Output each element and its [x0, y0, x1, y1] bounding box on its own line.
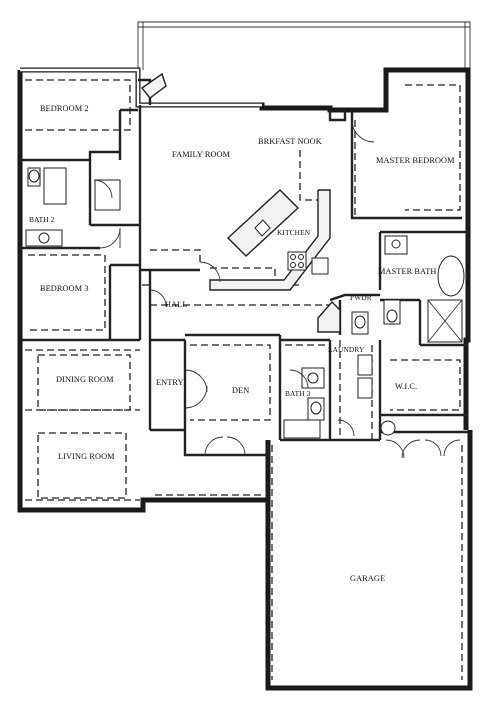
- dining-room-label: DINING ROOM: [56, 375, 114, 384]
- den-label: DEN: [232, 386, 249, 395]
- kitchen-island: [226, 189, 300, 257]
- rugs: [37, 354, 131, 499]
- laundry-label: LAUNDRY: [328, 345, 365, 354]
- entry-label: ENTRY: [156, 378, 184, 387]
- wic-label: W.I.C.: [395, 382, 417, 391]
- brkfast-nook-label: BRKFAST NOOK: [258, 137, 322, 146]
- bedroom3-label: BEDROOM 3: [40, 284, 89, 293]
- laundry-fixtures: [357, 354, 396, 436]
- pwdr-label: PWDR: [350, 293, 372, 302]
- garage-label: GARAGE: [350, 574, 385, 583]
- bath2-label: BATH 2: [29, 215, 55, 224]
- kitchen-label: KITCHEN: [277, 228, 311, 237]
- bath3-label: BATH 3: [285, 389, 311, 398]
- living-room-label: LIVING ROOM: [58, 452, 115, 461]
- hall-label: HALL: [165, 300, 188, 309]
- rear-patio: [137, 21, 471, 80]
- powder-fixtures: [317, 300, 369, 335]
- master-bath-label: MASTER BATH: [378, 267, 437, 276]
- fireplace: [140, 72, 167, 99]
- master-bath-fixtures: [383, 235, 465, 343]
- kitchen-counters: [209, 189, 331, 291]
- door-swings: [93, 119, 461, 459]
- family-room-label: FAMILY ROOM: [172, 150, 231, 159]
- bedroom2-label: BEDROOM 2: [40, 104, 89, 113]
- bath3-fixtures: [283, 367, 325, 439]
- master-bedroom-label: MASTER BEDROOM: [376, 156, 455, 165]
- bath2-fixtures: [25, 167, 121, 247]
